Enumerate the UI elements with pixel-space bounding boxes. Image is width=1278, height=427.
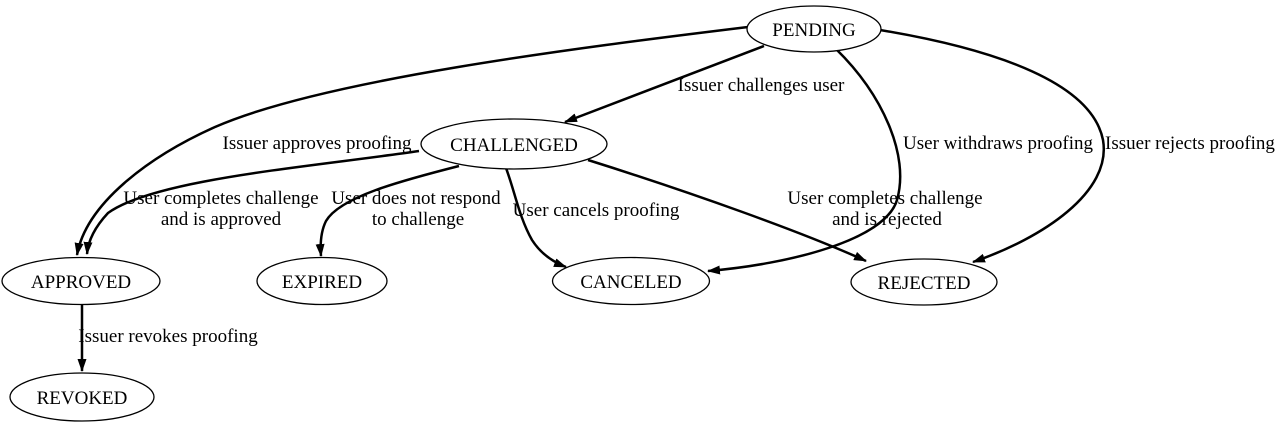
state-ellipse-challenged [420,118,608,170]
state-label-pending: PENDING [772,20,856,41]
transition-label-pending-challenged: Issuer challenges user [678,75,845,96]
state-ellipse-expired [256,256,388,306]
state-label-rejected: REJECTED [878,273,971,294]
transition-label-pending-rejected: Issuer rejects proofing [1105,133,1275,154]
transition-label-pending-approved: Issuer approves proofing [223,133,412,154]
transition-arrow-challenged-expired [315,164,460,257]
transition-label-challenged-approved-line2: and is approved [161,209,282,230]
state-ellipse-canceled [551,256,711,306]
transition-label-challenged-rejected-line1: User completes challenge [787,188,982,209]
state-rejected: REJECTED [850,258,998,306]
state-label-canceled: CANCELED [580,272,681,293]
state-label-challenged: CHALLENGED [450,135,578,156]
state-canceled: CANCELED [551,256,711,306]
transition-arrow-challenged-rejected [587,158,867,263]
transition-arrow-challenged-canceled [504,167,567,269]
state-ellipse-pending [746,5,882,53]
state-label-revoked: REVOKED [37,388,128,409]
states-layer: PENDING CHALLENGED APPROVED EXPIRED CANC… [1,5,998,422]
transition-label-pending-canceled: User withdraws proofing [903,133,1093,154]
transition-arrow-pending-rejected [879,28,1106,264]
transition-label-challenged-rejected-line2: and is rejected [832,209,942,230]
state-challenged: CHALLENGED [420,118,608,170]
transition-label-approved-revoked: Issuer revokes proofing [78,326,258,347]
state-ellipse-approved [1,256,161,306]
transition-label-challenged-approved-line1: User completes challenge [123,188,318,209]
state-approved: APPROVED [1,256,161,306]
transition-label-challenged-expired-line2: to challenge [372,209,464,230]
transition-arrow-pending-challenged [564,44,765,124]
transition-arrow-challenged-approved [83,149,420,255]
state-ellipse-rejected [850,258,998,306]
state-revoked: REVOKED [9,372,155,422]
transitions-layer [74,25,1106,372]
state-pending: PENDING [746,5,882,53]
transition-arrow-pending-approved [74,25,749,256]
transition-arrow-pending-canceled [707,48,902,275]
transition-label-challenged-canceled: User cancels proofing [513,200,680,221]
state-label-expired: EXPIRED [282,272,362,293]
state-label-approved: APPROVED [31,272,131,293]
state-ellipse-revoked [9,372,155,422]
transition-label-challenged-expired-line1: User does not respond [331,188,501,209]
state-expired: EXPIRED [256,256,388,306]
transition-labels-layer: Issuer challenges user Issuer approves p… [78,75,1275,347]
